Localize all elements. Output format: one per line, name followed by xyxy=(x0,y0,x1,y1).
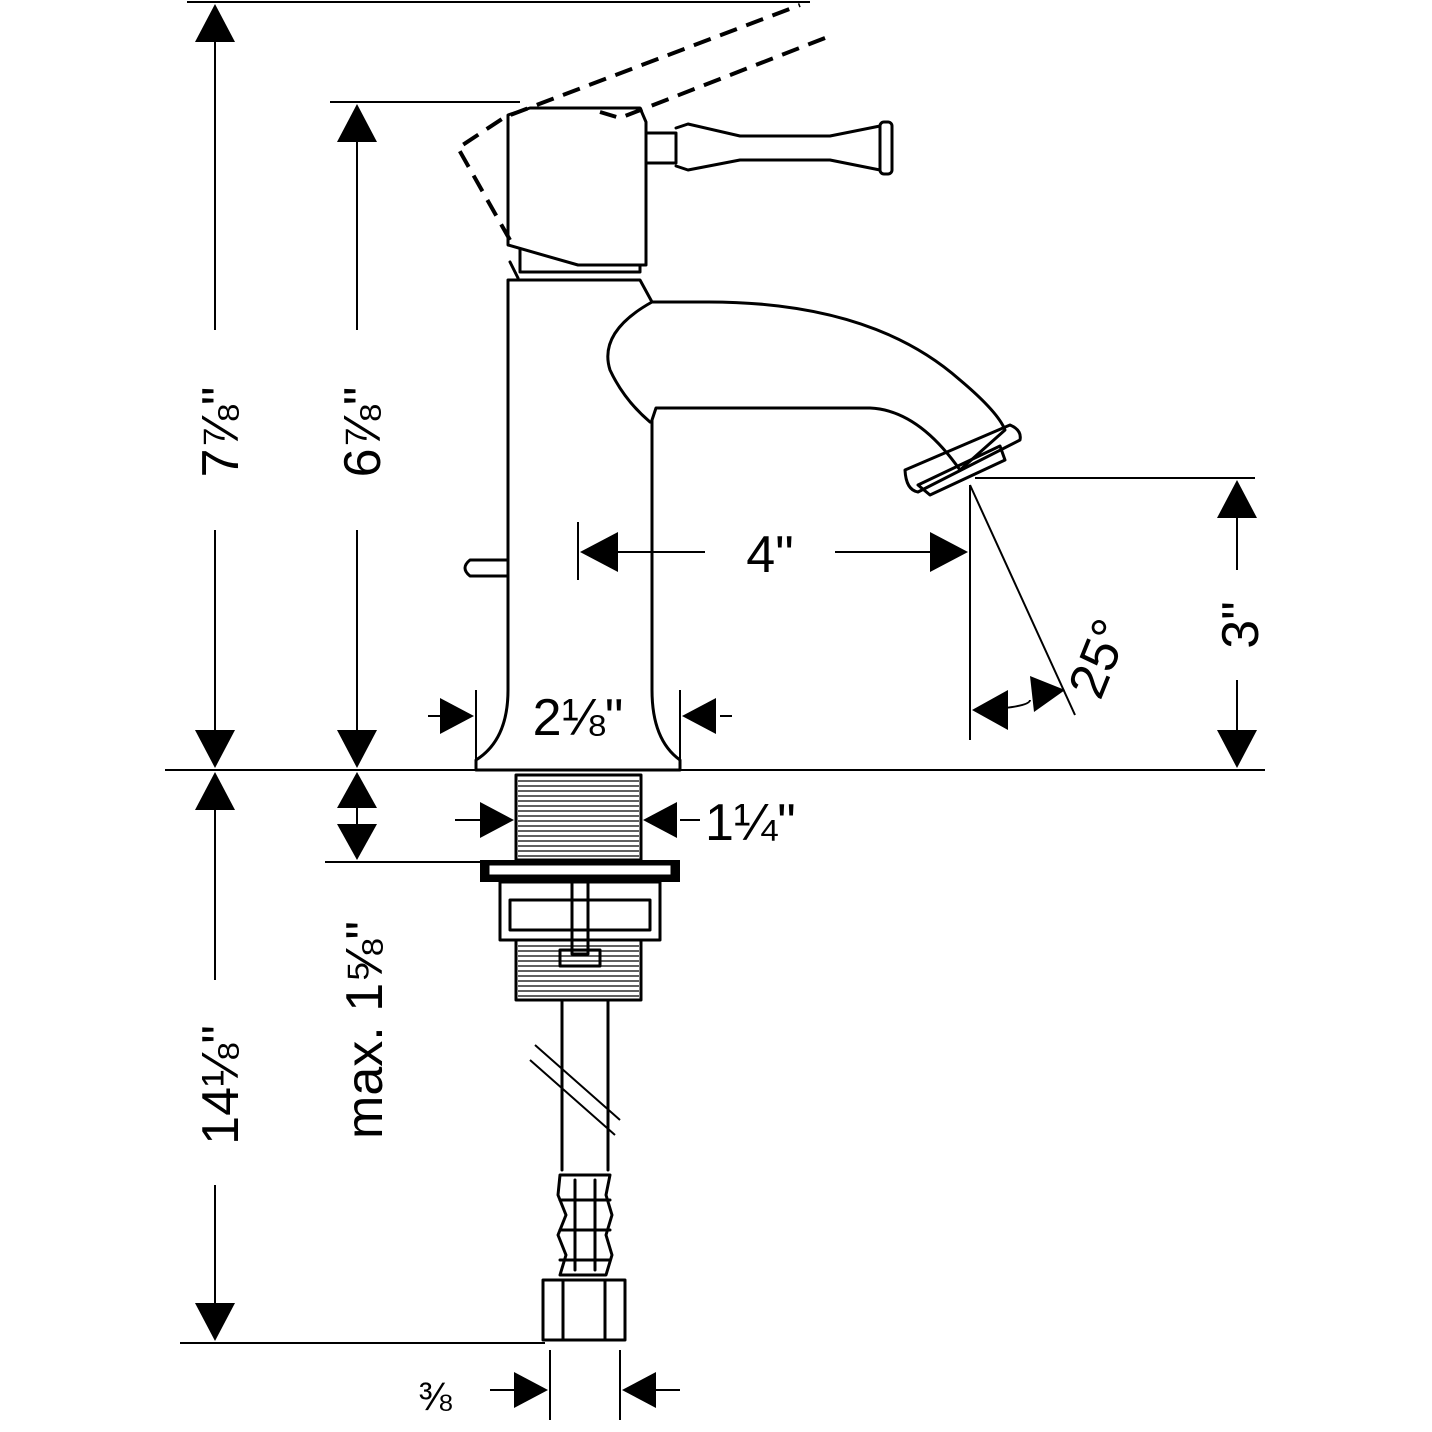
overall-height-arrow-bottom xyxy=(195,730,235,768)
popup-rod xyxy=(463,558,510,578)
body-height-label: 6⅞" xyxy=(334,387,392,478)
supply-connection-label: ⅜ xyxy=(418,1375,452,1419)
handle-cap xyxy=(506,106,648,267)
dimension-lines xyxy=(165,1,1265,1420)
spout-angle-label: 25° xyxy=(1058,611,1141,706)
faucet-outline xyxy=(455,3,1022,1342)
handle-raised-position-dashed xyxy=(455,3,826,241)
aerator xyxy=(903,423,1022,497)
supply-hose-length-label: 14⅛" xyxy=(192,1025,250,1145)
overall-height-label: 7⅞" xyxy=(192,387,250,478)
spout-reach-label: 4" xyxy=(746,526,793,584)
shank-diameter-label: 1¼" xyxy=(705,794,796,852)
supply-hose xyxy=(529,998,627,1342)
mounting-nut xyxy=(480,860,680,1002)
spout-clearance-label: 3" xyxy=(1212,601,1270,648)
overall-height-arrow-top xyxy=(195,4,235,42)
dimension-labels: 7⅞" 6⅞" 4" 3" 25° 2⅛" 1¼" max. 1⅝" 14⅛" … xyxy=(192,387,1270,1419)
threaded-shank xyxy=(514,773,643,862)
lever-handle xyxy=(644,120,894,176)
max-deck-thickness-label: max. 1⅝" xyxy=(336,921,394,1139)
base-diameter-label: 2⅛" xyxy=(533,689,624,747)
